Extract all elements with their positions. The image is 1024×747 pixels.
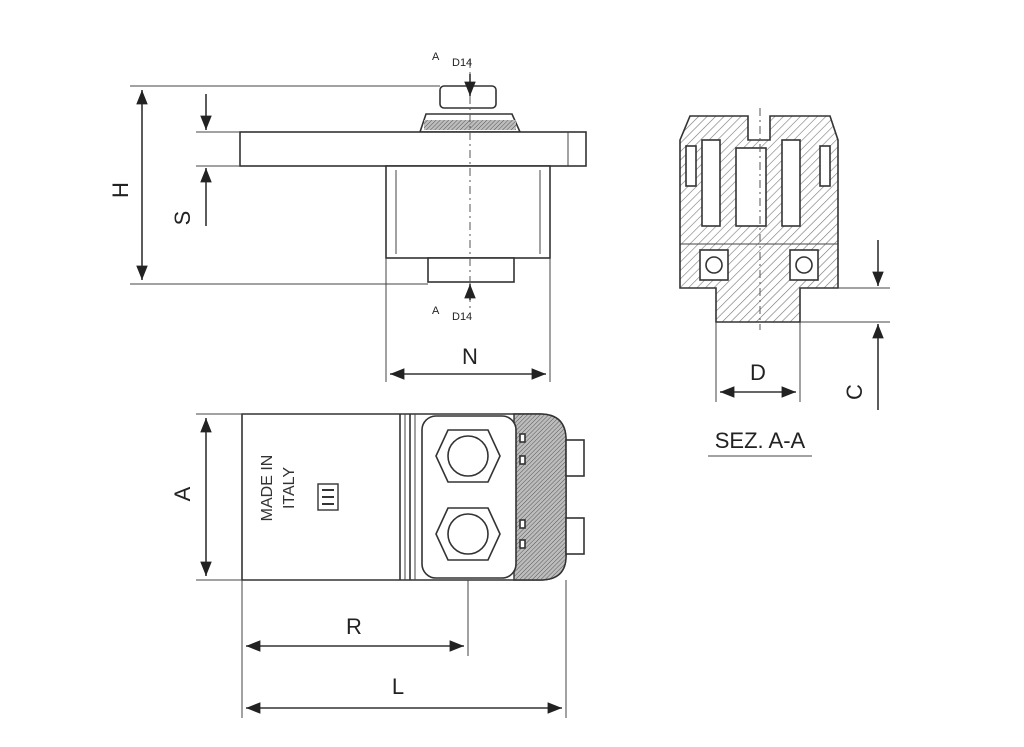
washer-knurl [424,120,516,130]
section-view: C D SEZ. A-A [679,108,890,457]
engraving-italy: ITALY [281,467,298,509]
pin-lower-1 [519,519,526,529]
dim-label-N: N [462,344,478,369]
tab-upper [565,439,585,477]
dim-label-D: D [750,360,766,385]
brand-logo [317,483,339,511]
section-slot-center [735,147,767,227]
dim-label-A: A [170,486,195,501]
flange-plate [239,131,587,167]
section-tag-bottom: D14 [452,311,472,323]
tab-lower [565,517,585,555]
plan-shaded-end [513,413,567,581]
dim-label-H: H [108,182,133,198]
dim-label-R: R [346,614,362,639]
dim-label-C: C [842,384,867,400]
front-view: A D14 A D14 H S N [108,51,587,382]
section-tag-top: D14 [452,57,472,69]
pin-upper-1 [519,433,526,443]
section-letter-bottom: A [432,305,440,317]
pin-lower-2 [519,539,526,549]
section-cavity-right [819,145,831,187]
section-bearing-left [699,249,729,281]
plan-view: MADE IN ITALY A R L [170,413,585,718]
engraving-made-in: MADE IN [259,455,276,522]
section-letter-top: A [432,51,440,63]
top-nut [439,85,497,109]
section-title: SEZ. A-A [715,428,806,453]
section-ball-right [795,256,813,274]
section-slot-right [781,139,801,227]
body-cylinder [385,165,551,259]
pin-upper-2 [519,455,526,465]
section-bearing-right [789,249,819,281]
hex-nut-upper [435,429,501,483]
hex-nut-lower [435,507,501,561]
dim-label-S: S [170,211,195,226]
section-ball-left [705,256,723,274]
dim-label-L: L [392,674,404,699]
section-cavity-left [685,145,697,187]
bottom-step [427,257,515,283]
section-slot-left [701,139,721,227]
